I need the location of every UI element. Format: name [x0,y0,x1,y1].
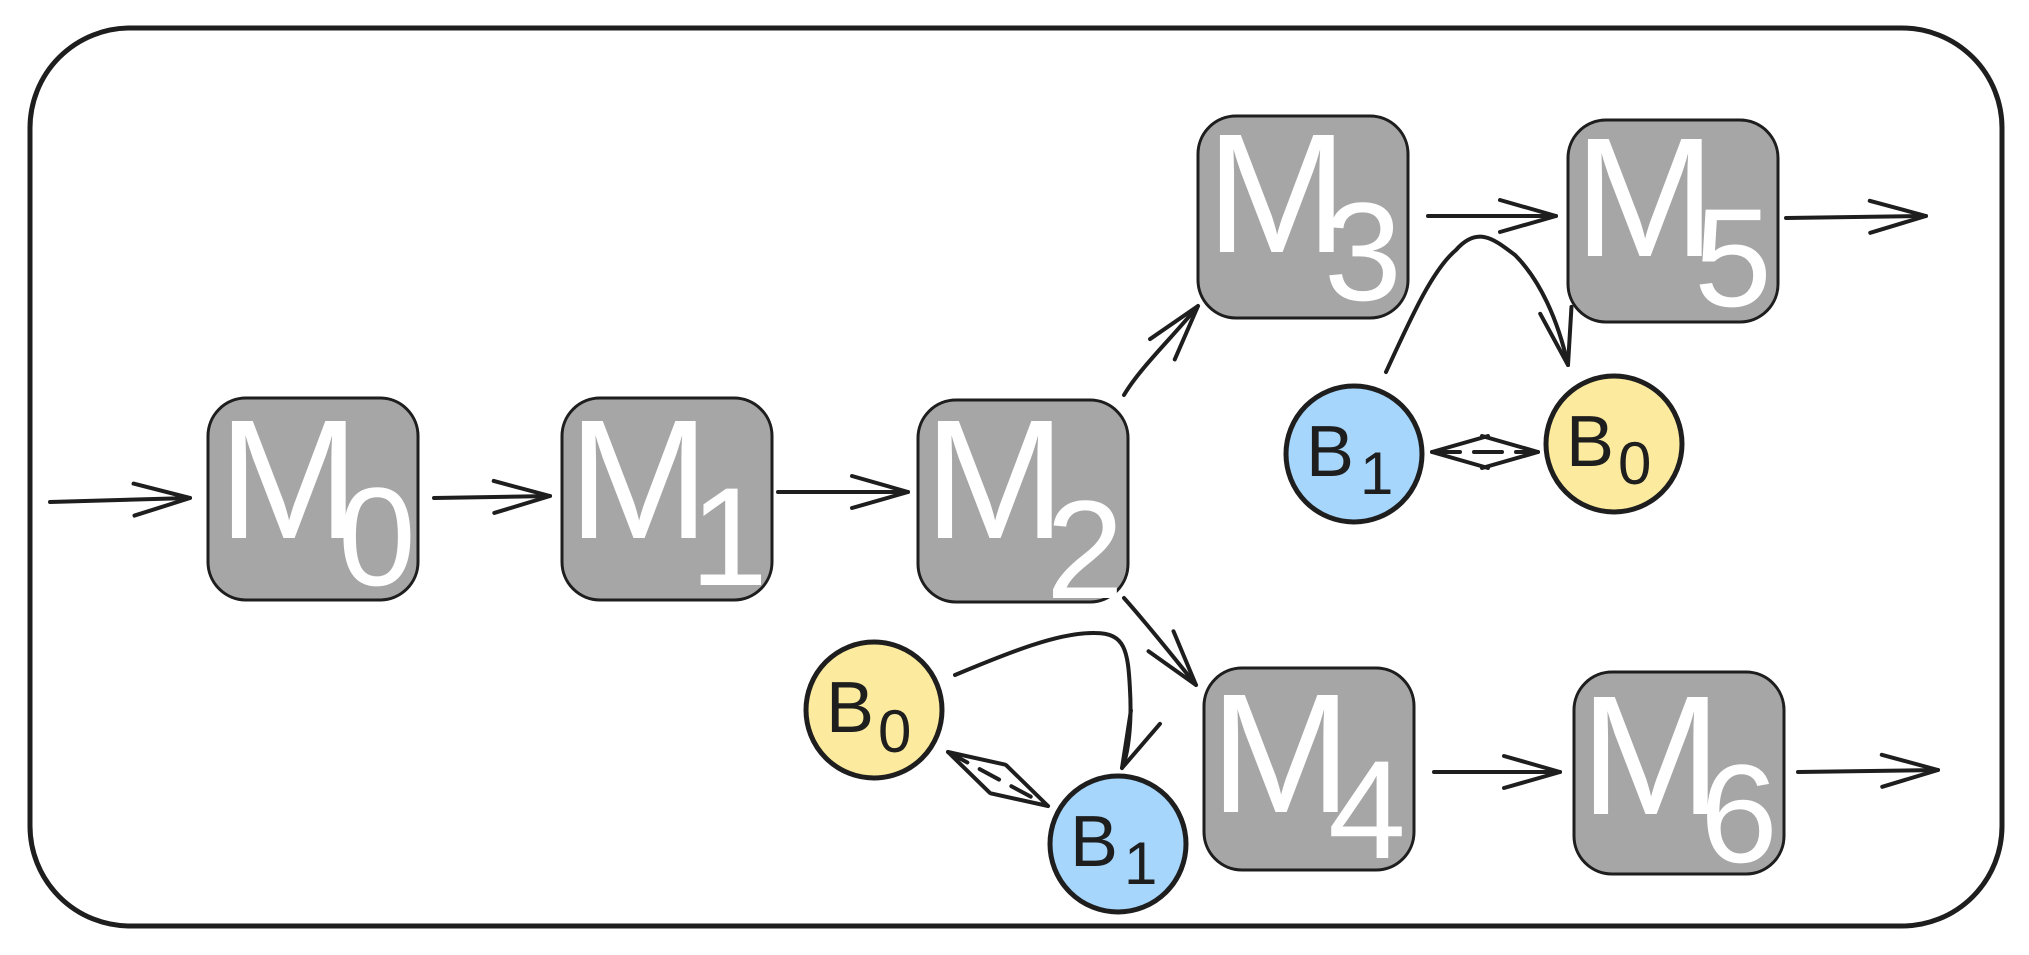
module-m2-index: 2 [1046,471,1124,628]
module-m6-index: 6 [1700,735,1778,892]
module-m0-index: 0 [338,458,416,615]
module-m1-index: 1 [690,458,768,615]
buffer-lower-b0: B 0 [803,639,945,781]
edge-m2-to-m4 [1122,596,1198,687]
edge-lower-b0-to-b1 [953,630,1162,770]
module-m6: M 6 [1572,661,1786,892]
module-m4: M 4 [1202,659,1416,888]
edge-m2-to-m3 [1122,304,1200,397]
module-m0-letter: M [218,385,360,575]
module-m6-letter: M [1580,661,1722,851]
module-m1-letter: M [568,385,710,575]
module-m4-letter: M [1210,659,1352,849]
buffer-upper-b1-letter: B [1306,412,1354,492]
module-m5-index: 5 [1694,179,1772,336]
buffer-lower-b1: B 1 [1047,773,1189,915]
buffer-lower-b0-index: 0 [878,698,911,765]
buffer-upper-b0: B 0 [1543,373,1685,515]
module-m3-index: 3 [1324,173,1402,330]
buffer-lower-b1-letter: B [1070,802,1118,882]
module-m0: M 0 [206,385,420,615]
edge-lower-b0-b1-swap [946,750,1050,808]
buffer-upper-b1: B 1 [1283,383,1425,525]
edge-m6-output [1796,752,1940,789]
module-m3-letter: M [1206,99,1348,289]
module-m2: M 2 [916,385,1130,628]
edge-upper-b1-to-b0 [1384,234,1574,374]
module-m4-index: 4 [1328,731,1406,888]
buffer-upper-b0-letter: B [1566,402,1614,482]
edge-input-to-m0 [48,481,192,518]
edge-m0-to-m1 [432,478,552,515]
module-m1: M 1 [560,385,774,615]
module-m5: M 5 [1566,103,1780,336]
module-m5-letter: M [1574,103,1716,293]
buffer-upper-b1-index: 1 [1360,440,1393,507]
buffer-upper-b0-index: 0 [1618,430,1651,497]
buffer-lower-b1-index: 1 [1124,830,1157,897]
buffer-lower-b0-letter: B [826,668,874,748]
edge-m5-output [1784,198,1928,235]
module-m3: M 3 [1196,99,1410,330]
module-m2-letter: M [924,385,1066,575]
